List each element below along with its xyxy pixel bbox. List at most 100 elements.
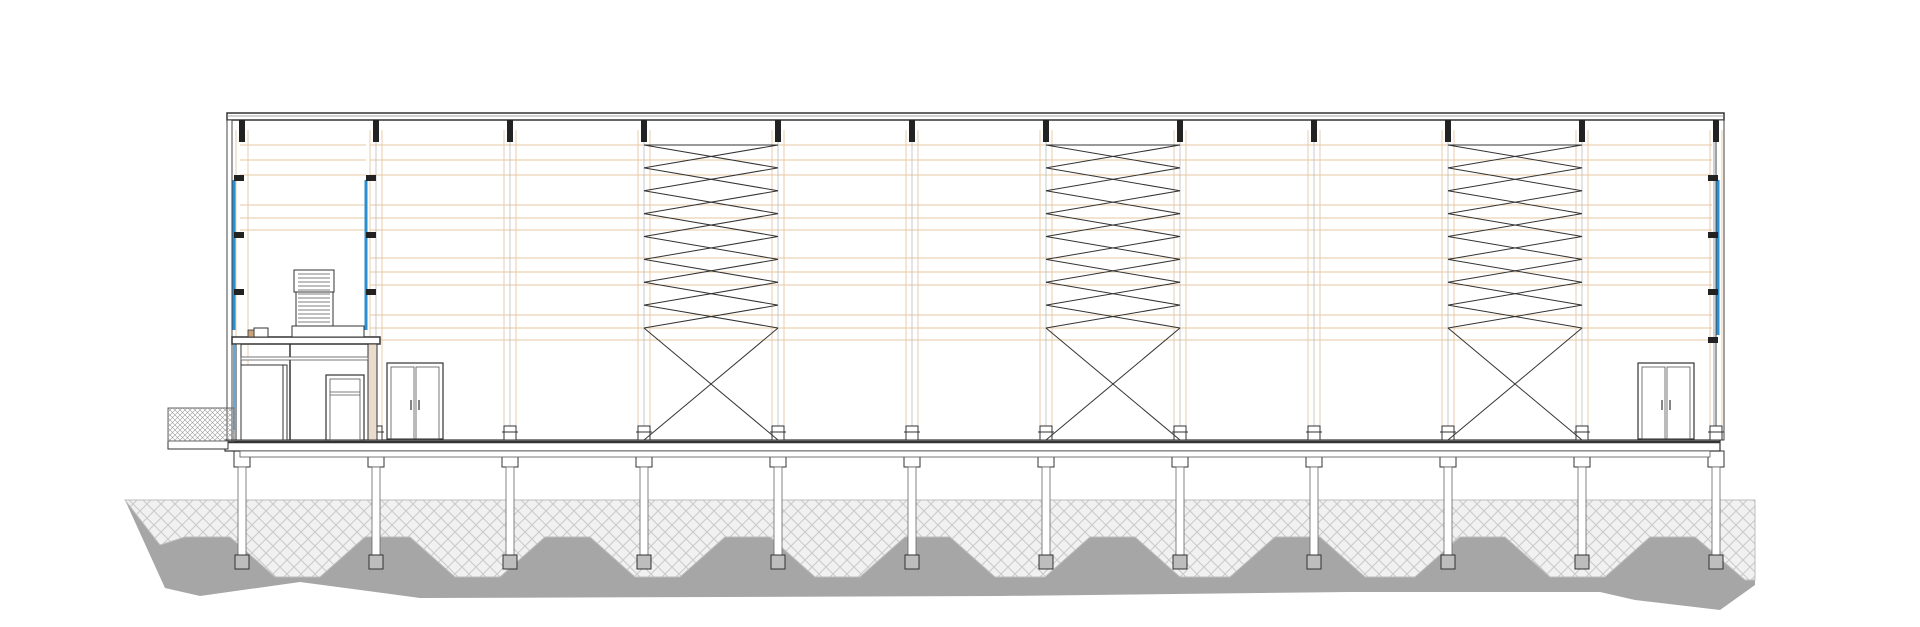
- pile-toe: [1306, 554, 1322, 570]
- pile-toe: [636, 554, 652, 570]
- brace-diagonal: [1045, 304, 1181, 329]
- roof-beam-stub: [1445, 120, 1451, 142]
- left-wall: [226, 119, 233, 441]
- pile-shaft: [1443, 466, 1453, 556]
- hvac-pipe: [247, 329, 255, 338]
- brace-diagonal: [1045, 236, 1181, 260]
- brace-diagonal: [1447, 327, 1583, 441]
- pile-shaft: [1711, 466, 1721, 556]
- brace-diagonal: [643, 213, 779, 237]
- exterior-platform: [167, 440, 229, 450]
- pile-shaft: [1309, 466, 1319, 556]
- brace-diagonal: [1447, 144, 1583, 169]
- roof-beam-stub: [775, 120, 781, 142]
- brace-diagonal: [1447, 304, 1583, 329]
- racking-grid: [235, 130, 1723, 440]
- pile-toe: [1172, 554, 1188, 570]
- brace-diagonal: [643, 190, 779, 215]
- column-base: [771, 425, 785, 441]
- wall-bracket: [366, 289, 376, 295]
- pile-shaft: [1175, 466, 1185, 556]
- brace-diagonal: [643, 304, 779, 329]
- pile-shaft: [237, 466, 247, 556]
- fence-mesh: [167, 407, 235, 442]
- roof-beam-stub: [1579, 120, 1585, 142]
- roof-slab: [226, 112, 1725, 121]
- wall-bracket: [1708, 289, 1718, 295]
- brace-diagonal: [643, 281, 779, 306]
- brace-diagonal: [1447, 236, 1583, 260]
- floor-slab: [167, 439, 1721, 458]
- brace-diagonal: [1045, 327, 1181, 441]
- pile-shaft: [1577, 466, 1587, 556]
- hvac-louvers: [298, 273, 330, 323]
- pile-shaft: [371, 466, 381, 556]
- wall-bracket: [1708, 175, 1718, 181]
- hvac-body: [295, 291, 334, 327]
- office-wall-left: [235, 343, 242, 441]
- pile-shaft: [505, 466, 515, 556]
- piles: [233, 450, 1725, 570]
- office-roof: [231, 336, 381, 345]
- pile-toe: [502, 554, 518, 570]
- brace-diagonal: [1045, 213, 1181, 237]
- pile-toe: [368, 554, 384, 570]
- brace-diagonal: [1447, 167, 1583, 192]
- pile-shaft: [773, 466, 783, 556]
- door-leaf: [390, 366, 415, 440]
- column-base: [503, 425, 517, 441]
- exterior-fence: [167, 407, 235, 442]
- brace-diagonal: [1447, 281, 1583, 306]
- brace-diagonal: [643, 144, 779, 169]
- roof-beam-stub: [1713, 120, 1719, 142]
- wall-bracket: [234, 232, 244, 238]
- brace-diagonal: [643, 327, 779, 441]
- column-base: [1307, 425, 1321, 441]
- wall-bracket: [234, 289, 244, 295]
- pile-shaft: [907, 466, 917, 556]
- glazing: [232, 180, 1720, 430]
- column-base: [1173, 425, 1187, 441]
- roof-beam-stub: [1177, 120, 1183, 142]
- office-block: [231, 269, 381, 441]
- brace-diagonal: [1045, 144, 1181, 169]
- pile-toe: [1440, 554, 1456, 570]
- wall-bracket: [1708, 232, 1718, 238]
- door-frame: [1637, 362, 1695, 440]
- grade-beam: [239, 450, 1711, 458]
- wall-bracket: [366, 175, 376, 181]
- column-base: [1441, 425, 1455, 441]
- office-window: [240, 364, 288, 441]
- structural-frames: [239, 120, 1724, 441]
- pile-toe: [770, 554, 786, 570]
- office-ceiling: [240, 356, 369, 361]
- column-base: [637, 425, 651, 441]
- column-base: [1709, 425, 1723, 441]
- brace-diagonal: [1447, 258, 1583, 283]
- office-door-panel: [329, 378, 361, 441]
- wall-bracket: [234, 175, 244, 181]
- double-door-left: [386, 362, 444, 440]
- brace-diagonal: [1045, 258, 1181, 283]
- brace-diagonal: [643, 236, 779, 260]
- pile-toe: [904, 554, 920, 570]
- hvac-top: [293, 269, 335, 293]
- brace-diagonal: [1045, 167, 1181, 192]
- roof-beam-stub: [1043, 120, 1049, 142]
- column-base: [1575, 425, 1589, 441]
- column-base: [905, 425, 919, 441]
- wall-bracket: [366, 232, 376, 238]
- roof-beam-stub: [373, 120, 379, 142]
- hvac-base: [291, 325, 365, 338]
- ground: [123, 499, 1756, 610]
- pile-shaft: [1041, 466, 1051, 556]
- wall-brackets: [234, 175, 1718, 343]
- building-envelope: [226, 112, 1725, 441]
- office-wall-right: [367, 343, 378, 441]
- rooftop-hvac-unit: [247, 269, 365, 338]
- office-window-frame: [240, 364, 288, 441]
- brace-diagonal: [1045, 190, 1181, 215]
- roof-beam-stub: [641, 120, 647, 142]
- roof-beam-stub: [507, 120, 513, 142]
